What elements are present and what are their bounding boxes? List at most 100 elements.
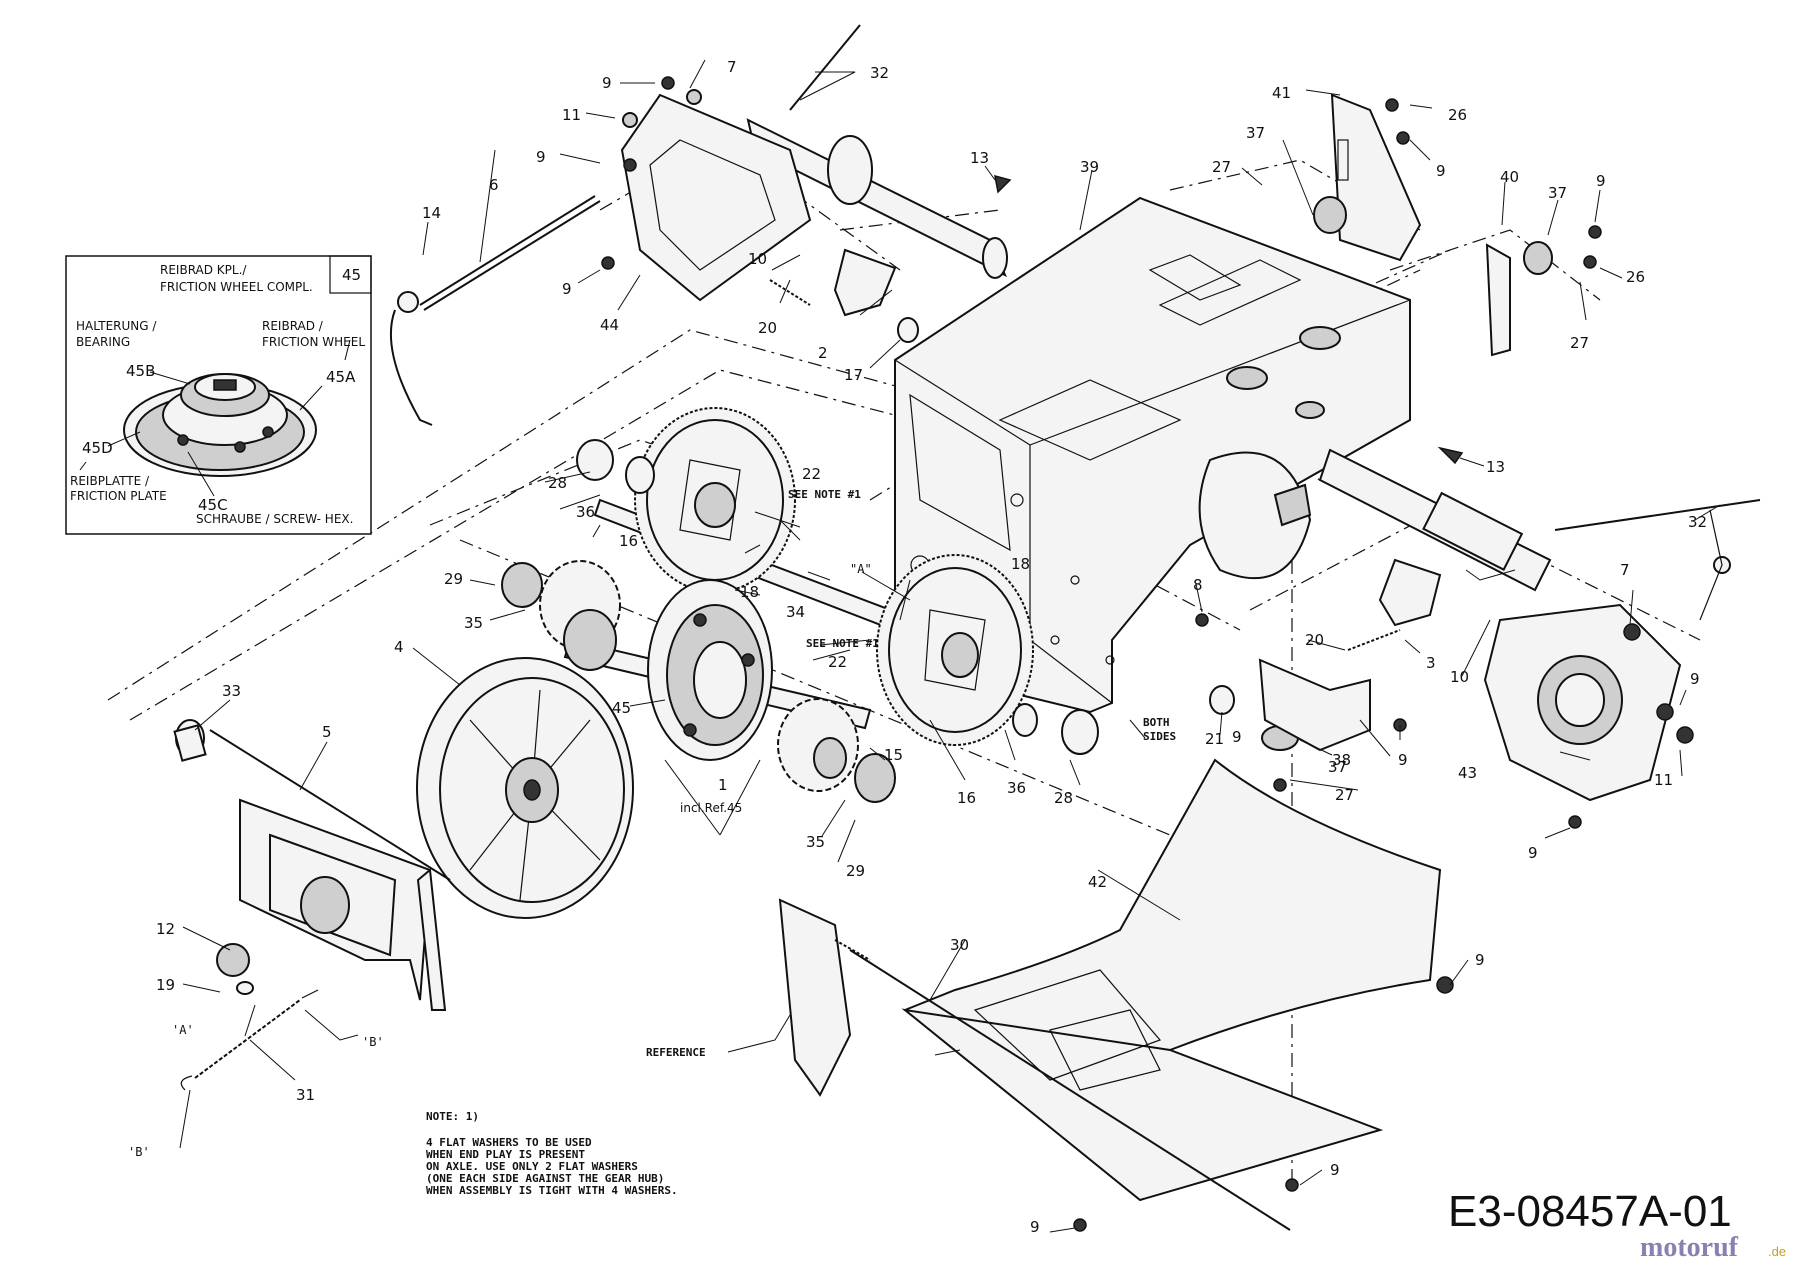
callout-18-a: 18 [740,583,759,601]
callout-9-g: 9 [1690,670,1700,688]
gear-16-lower [876,554,1034,746]
callout-26-a: 26 [1448,106,1467,124]
inset-bearing-en: BEARING [76,335,130,349]
callout-22-a: 22 [802,465,821,483]
sprocket-35-upper [539,560,621,671]
callout-2: 2 [818,344,828,362]
callout-7-top: 7 [727,58,737,76]
brand-name: motoruf [1640,1232,1739,1263]
callout-4: 4 [394,638,404,656]
inset-plate-de: REIBPLATTE / [70,474,150,488]
shift-rod [389,195,601,426]
callout-34: 34 [786,603,805,621]
reference-plate [778,898,852,1097]
point-b-low: 'B' [362,1035,384,1049]
reference-label: REFERENCE [646,1046,706,1059]
inset-bearing-de: HALTERUNG / [76,319,157,333]
both-sides-line-2: SIDES [1143,730,1176,743]
bracket-40 [1485,243,1511,357]
friction-wheel-inset-drawing [79,339,351,497]
callout-27-a: 27 [1212,158,1231,176]
spring-20-lower [1347,629,1401,651]
callout-16-b: 16 [957,789,976,807]
leader-lines [179,59,1721,1233]
callout-30: 30 [950,936,969,954]
inset-label-45c: 45C [198,496,228,514]
callout-3: 3 [1426,654,1436,672]
callout-18-b: 18 [1011,555,1030,573]
left-side-cover [620,89,812,302]
callout-35-b: 35 [806,833,825,851]
callout-9-d: 9 [1436,162,1446,180]
callout-37-c: 37 [1328,758,1347,776]
callout-39: 39 [1080,158,1099,176]
inset-label-45b: 45B [126,362,155,380]
assembly-note: NOTE: 1) 4 FLAT WASHERS TO BE USED WHEN … [426,1110,678,1197]
callout-11-b: 11 [1654,771,1673,789]
callout-5: 5 [322,723,332,741]
callout-16-a: 16 [619,532,638,550]
callout-8: 8 [1193,576,1203,594]
inset-title-en: FRICTION WHEEL COMPL. [160,280,313,294]
callout-27-b: 27 [1570,334,1589,352]
callout-36-a: 36 [576,503,595,521]
inset-plate-en: FRICTION PLATE [70,489,167,503]
inset-wheel-en: FRICTION WHEEL [262,335,365,349]
callout-37-b: 37 [1548,184,1567,202]
note-line-4: (ONE EACH SIDE AGAINST THE GEAR HUB) [426,1172,664,1185]
spring-20-upper [769,279,811,306]
inset-screw-label: SCHRAUBE / SCREW- HEX. [196,512,353,526]
bracket-41 [1330,93,1422,262]
callout-40: 40 [1500,168,1519,186]
callout-28-b: 28 [1054,789,1073,807]
callout-9-a: 9 [602,74,612,92]
drive-pulley [416,657,634,919]
callout-44: 44 [600,316,619,334]
note-line-5: WHEN ASSEMBLY IS TIGHT WITH 4 WASHERS. [426,1184,678,1197]
drive-bracket [175,719,451,1011]
bottom-plate [901,758,1442,1202]
friction-wheel-assembly [647,579,773,761]
callout-45: 45 [612,699,631,717]
callout-31: 31 [296,1086,315,1104]
callout-7-right: 7 [1620,561,1630,579]
callout-38-visible: 38 [1332,751,1351,769]
callout-36-b: 36 [1007,779,1026,797]
inset-wheel-de: REIBRAD / [262,319,324,333]
callout-42: 42 [1088,873,1107,891]
incl-ref-45: incl.Ref.45 [680,801,742,815]
callout-labels: 1 2 3 4 5 6 7 7 8 9 9 9 9 9 9 9 9 9 9 9 … [156,58,1707,1236]
bracket-2 [833,248,897,317]
spring-31 [180,989,319,1091]
callout-22-b: 22 [828,653,847,671]
brand-tld: .de [1768,1244,1786,1259]
note-line-1: 4 FLAT WASHERS TO BE USED [426,1136,592,1149]
right-side-cover [1483,603,1682,802]
callout-20-b: 20 [1305,631,1324,649]
callout-11-a: 11 [562,106,581,124]
callout-41: 41 [1272,84,1291,102]
callout-21: 21 [1205,730,1224,748]
callout-9-j: 9 [1330,1161,1340,1179]
callout-9-f: 9 [1398,751,1408,769]
callout-10-a: 10 [748,250,767,268]
callout-32-a: 32 [870,64,889,82]
see-note-top: SEE NOTE #1 [788,488,861,501]
callout-9-b: 9 [536,148,546,166]
inset-label-45a: 45A [326,368,356,386]
callout-27-c: 27 [1335,786,1354,804]
callout-28-a: 28 [548,474,567,492]
callout-37-a: 37 [1246,124,1265,142]
callout-12: 12 [156,920,175,938]
callout-6: 6 [489,176,499,194]
right-axle [1318,446,1761,621]
callout-43: 43 [1458,764,1477,782]
both-sides-line-1: BOTH [1143,716,1170,729]
note-title: NOTE: 1) [426,1110,479,1123]
callout-29-a: 29 [444,570,463,588]
gear-16-upper [634,407,796,593]
idler-pulley-37-b [1523,241,1553,275]
callout-17: 17 [844,366,863,384]
misc-hardware [173,76,1694,1232]
